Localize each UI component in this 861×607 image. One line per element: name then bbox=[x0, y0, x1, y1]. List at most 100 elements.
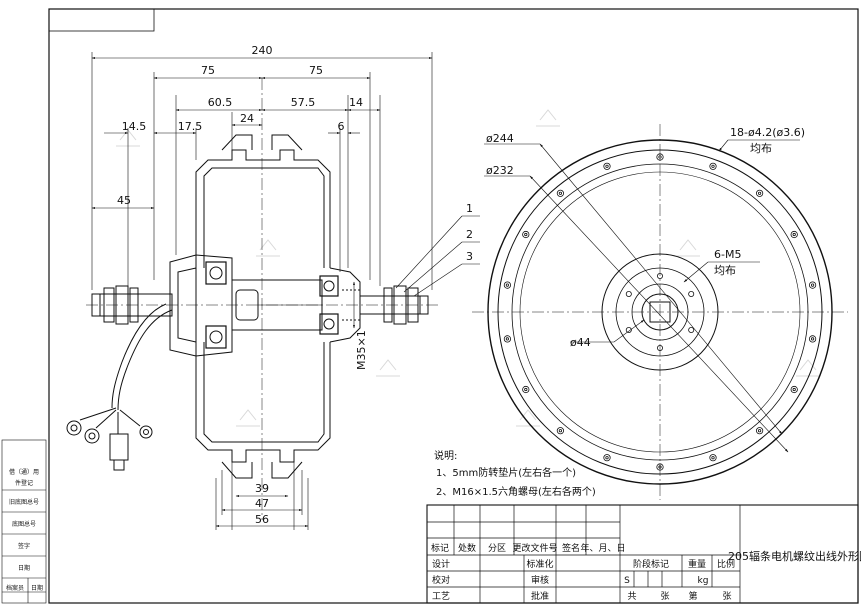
spoke-hole bbox=[522, 230, 530, 239]
front-view-motor bbox=[472, 124, 848, 500]
dim-24: 24 bbox=[240, 112, 254, 125]
tb-header-date: 年、月、日 bbox=[580, 542, 625, 554]
spoke-hole bbox=[709, 454, 717, 462]
tb-approve: 批准 bbox=[531, 590, 549, 602]
m5-hole bbox=[688, 326, 695, 333]
dim-14-5: 14.5 bbox=[122, 120, 147, 133]
spoke-hole-center bbox=[792, 387, 796, 392]
spoke-hole-center bbox=[605, 456, 609, 460]
dim-right-75: 75 bbox=[309, 64, 323, 77]
side-strip-label-3: 底图总号 bbox=[12, 520, 36, 528]
side-strip-label-2: 旧底图总号 bbox=[9, 498, 39, 506]
spoke-hole-center bbox=[792, 232, 796, 237]
spoke-hole bbox=[503, 281, 511, 289]
side-strip-label-6: 档案员 bbox=[6, 584, 24, 592]
m5-hole bbox=[688, 290, 695, 297]
spoke-hole bbox=[755, 427, 764, 435]
dim-d44: ø44 bbox=[570, 336, 591, 349]
title-block-grid bbox=[426, 504, 859, 604]
dim-6: 6 bbox=[338, 120, 345, 133]
spoke-hole bbox=[808, 281, 817, 289]
spoke-hole-center bbox=[711, 456, 715, 460]
side-strip-label-0: 借（通）用 bbox=[9, 468, 39, 476]
dim-60-5: 60.5 bbox=[208, 96, 233, 109]
dim-overall: 240 bbox=[252, 44, 273, 57]
side-view-motor bbox=[86, 78, 440, 520]
tb-header-zone: 分区 bbox=[488, 543, 506, 554]
tb-sheets-no: 第 bbox=[688, 590, 697, 602]
tb-header-count: 处数 bbox=[458, 542, 476, 554]
dim-57-5: 57.5 bbox=[291, 96, 316, 109]
spoke-hole-center bbox=[658, 465, 662, 469]
spoke-hole bbox=[556, 189, 565, 197]
drawing-title: 205辐条电机螺纹出线外形图 bbox=[728, 549, 861, 563]
spoke-hole bbox=[790, 230, 798, 239]
spoke-holes-spec: 18-ø4.2(ø3.6) bbox=[730, 126, 805, 139]
tb-process: 工艺 bbox=[432, 591, 450, 602]
tb-s-mark: S bbox=[624, 576, 630, 586]
front-view-dimension-lines bbox=[484, 139, 800, 453]
note-item-2: 2、M16×1.5六角螺母(左右各两个) bbox=[436, 485, 596, 498]
dim-left-75: 75 bbox=[201, 64, 215, 77]
spoke-hole bbox=[522, 385, 530, 394]
tb-sheets-total: 共 bbox=[627, 591, 636, 602]
spoke-hole-center bbox=[810, 337, 815, 341]
cable-assembly bbox=[66, 303, 173, 471]
callout-2: 2 bbox=[466, 228, 473, 241]
side-strip-label-4: 签字 bbox=[18, 542, 30, 550]
dim-17-5: 17.5 bbox=[178, 120, 203, 133]
spoke-hole-center bbox=[558, 191, 563, 195]
tb-check: 校对 bbox=[432, 574, 450, 586]
spoke-hole bbox=[790, 385, 798, 394]
tb-kg: kg bbox=[698, 576, 709, 586]
dim-45: 45 bbox=[117, 194, 131, 207]
tb-stage-mark: 阶段标记 bbox=[633, 558, 669, 570]
spoke-hole bbox=[603, 454, 611, 462]
dim-d232: ø232 bbox=[486, 164, 514, 177]
spoke-hole-center bbox=[605, 164, 609, 168]
tb-design: 设计 bbox=[432, 558, 450, 570]
tb-scale: 比例 bbox=[717, 558, 735, 570]
spoke-hole-center bbox=[658, 155, 662, 159]
notes-title: 说明: bbox=[434, 449, 457, 462]
callout-1: 1 bbox=[466, 202, 473, 215]
spoke-hole bbox=[656, 463, 664, 471]
dim-d244: ø244 bbox=[486, 132, 514, 145]
tb-header-change-doc: 更改文件号 bbox=[512, 542, 557, 554]
tb-standardize: 标准化 bbox=[526, 558, 553, 570]
spoke-hole bbox=[556, 427, 565, 435]
spoke-hole-center bbox=[757, 191, 762, 195]
tb-weight: 重量 bbox=[688, 558, 706, 570]
spoke-hole-center bbox=[524, 387, 528, 392]
tb-header-mark: 标记 bbox=[431, 542, 449, 554]
spoke-hole-center bbox=[505, 337, 509, 341]
dim-39: 39 bbox=[255, 482, 269, 495]
side-strip-label-7: 日期 bbox=[31, 584, 43, 592]
side-view-dimension-lines bbox=[91, 52, 480, 530]
spoke-hole bbox=[755, 189, 764, 197]
side-strip-label-1: 件登记 bbox=[15, 479, 33, 487]
dim-thread: M35×1 bbox=[355, 330, 368, 370]
spoke-hole-center bbox=[757, 429, 762, 433]
tb-header-sign: 签名 bbox=[562, 542, 580, 554]
side-strip bbox=[1, 439, 47, 604]
tb-sheets-unit-1: 张 bbox=[660, 591, 669, 602]
spoke-hole-center bbox=[558, 429, 563, 433]
spoke-hole-center bbox=[505, 283, 509, 287]
tb-sheets-unit-2: 张 bbox=[722, 591, 731, 602]
spoke-holes-note: 均布 bbox=[750, 142, 772, 155]
spoke-hole bbox=[808, 335, 817, 343]
callout-3: 3 bbox=[466, 250, 473, 263]
spoke-hole bbox=[503, 335, 511, 343]
dim-56: 56 bbox=[255, 513, 269, 526]
note-item-1: 1、5mm防转垫片(左右各一个) bbox=[436, 466, 576, 479]
spoke-hole bbox=[709, 162, 717, 170]
spoke-hole bbox=[603, 162, 611, 170]
dim-14: 14 bbox=[349, 96, 363, 109]
dim-47: 47 bbox=[255, 497, 269, 510]
side-strip-label-5: 日期 bbox=[18, 564, 30, 572]
m5-holes-note: 均布 bbox=[714, 264, 736, 277]
m5-hole bbox=[625, 290, 632, 297]
m5-holes-spec: 6-M5 bbox=[714, 248, 741, 261]
